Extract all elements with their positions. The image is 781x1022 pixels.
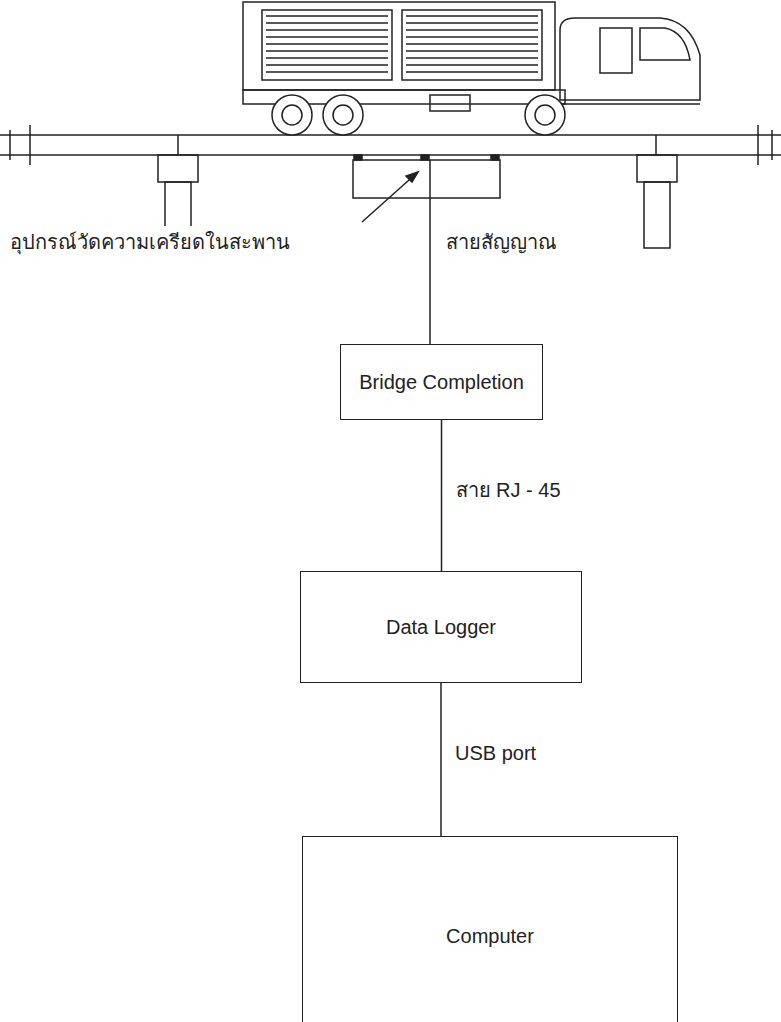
- sensor-label: อุปกรณ์วัดความเครียดในสะพาน: [8, 226, 292, 258]
- cable-label: USB port: [453, 742, 538, 765]
- computer-box: Computer: [302, 836, 678, 1022]
- box-text: Computer: [446, 925, 534, 948]
- data-logger-box: Data Logger: [300, 571, 582, 683]
- box-text: Data Logger: [386, 616, 496, 639]
- cable-line: [441, 420, 443, 571]
- cable-label: สาย RJ - 45: [454, 474, 563, 506]
- bridge-completion-box: Bridge Completion: [340, 344, 543, 420]
- signal-cable-label: สายสัญญาณ: [444, 226, 559, 258]
- cable-line: [440, 683, 442, 836]
- box-text: Bridge Completion: [359, 371, 524, 394]
